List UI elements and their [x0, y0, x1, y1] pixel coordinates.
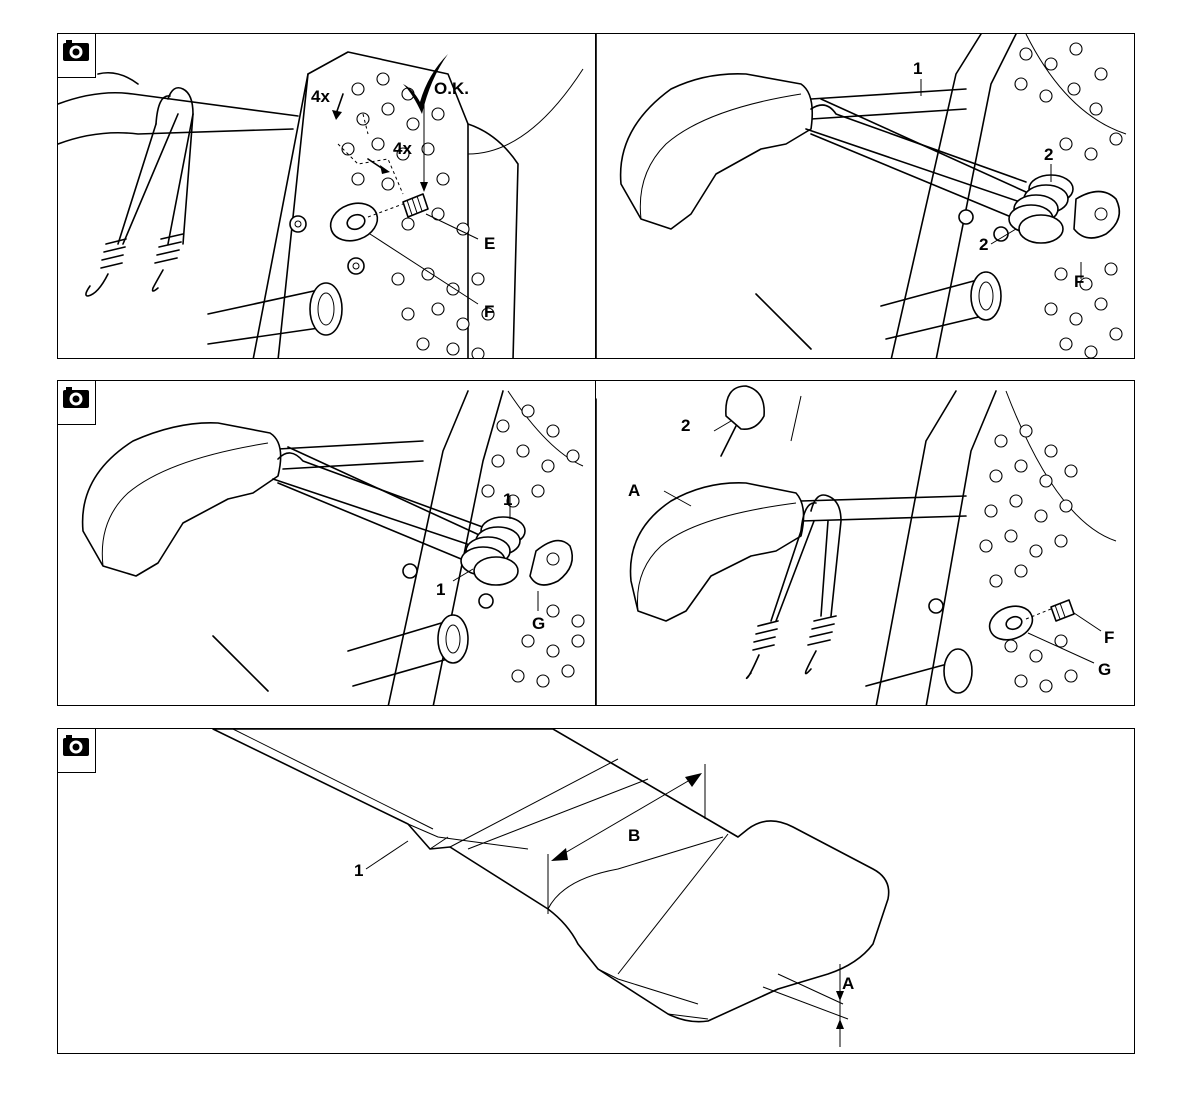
- label-b: B: [628, 826, 640, 845]
- panel-step-2: 1 2 2 F: [595, 33, 1135, 359]
- label-1-top: 1: [503, 490, 512, 509]
- illustration-step-2: 1 2 2 F: [596, 34, 1135, 359]
- spring-cluster: [461, 517, 525, 585]
- label-a: A: [842, 974, 854, 993]
- panel-step-3: 1 1 G: [57, 380, 596, 706]
- label-f: F: [1074, 272, 1084, 291]
- panel-step-4: 2 A F G: [595, 380, 1135, 706]
- label-1: 1: [354, 861, 363, 880]
- label-2-top: 2: [1044, 145, 1053, 164]
- spring-left: [86, 239, 126, 296]
- label-ok: O.K.: [434, 79, 469, 98]
- label-2-bottom: 2: [979, 235, 988, 254]
- illustration-step-4: 2 A F G: [596, 381, 1135, 706]
- label-a: A: [628, 481, 640, 500]
- label-g: G: [1098, 660, 1111, 679]
- spring-cluster: [1009, 175, 1073, 243]
- label-4x-top: 4x: [311, 87, 330, 106]
- illustration-step-3: 1 1 G: [58, 381, 596, 706]
- label-f: F: [484, 302, 494, 321]
- label-1-bottom: 1: [436, 580, 445, 599]
- label-f: F: [1104, 628, 1114, 647]
- panel-blade: 1 B A: [57, 728, 1135, 1054]
- illustration-step-1: 4x O.K. 4x E F: [58, 34, 596, 359]
- panel-step-1: 4x O.K. 4x E F: [57, 33, 596, 359]
- label-1: 1: [913, 59, 922, 78]
- perforation-holes: [980, 425, 1077, 692]
- label-2: 2: [681, 416, 690, 435]
- label-e: E: [484, 234, 495, 253]
- illustration-blade: 1 B A: [58, 729, 1135, 1054]
- label-g: G: [532, 614, 545, 633]
- label-4x-middle: 4x: [393, 139, 412, 158]
